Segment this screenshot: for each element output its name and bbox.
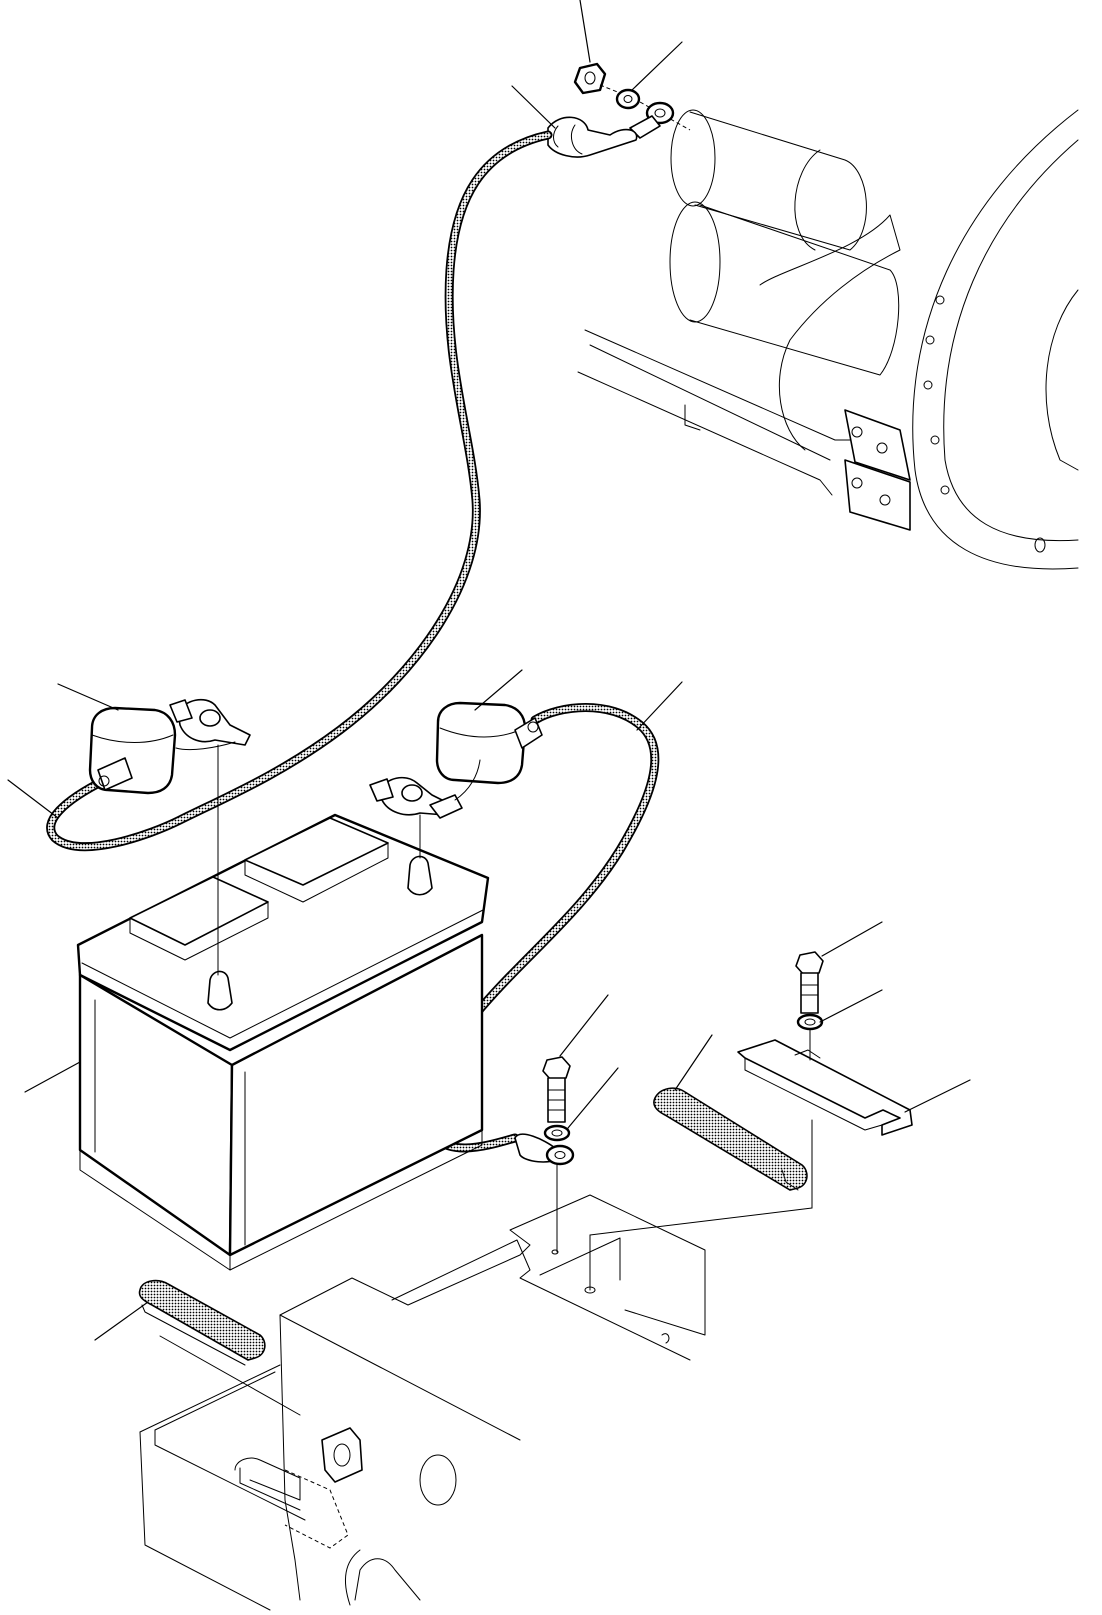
leader-15 [94,1301,149,1341]
leader-14 [904,1079,971,1113]
callout-leaders [7,0,971,1341]
leader-11 [821,921,883,957]
hold-down-bar [737,1029,913,1136]
leader-2 [631,41,683,91]
leader-6 [474,669,523,711]
leader-9 [559,994,609,1057]
washer-right [796,1013,824,1031]
battery-tray-frame [139,1194,706,1611]
leader-4 [57,683,119,711]
leader-1 [579,0,591,63]
rubber-pad-left [138,1279,301,1416]
positive-cable [46,130,553,852]
leader-3 [511,85,556,129]
leader-7 [636,681,683,731]
terminal-cover-right [435,701,543,785]
rubber-pad-right [589,1087,813,1291]
terminal-cover-left [88,706,177,795]
battery-clamp-right [369,759,481,819]
boot-top [547,116,638,158]
leader-8 [24,1061,81,1093]
leader-10 [567,1067,619,1129]
bolt-right [795,951,824,1014]
battery-clamp-left [169,698,251,751]
washer-left [543,1124,571,1142]
leader-13 [674,1034,713,1091]
battery [76,744,490,1271]
ground-lug [514,1133,575,1166]
terminal-lug-top [629,101,675,139]
bolt-left [542,1056,571,1123]
washer-top [615,88,641,110]
nut [573,62,607,95]
engine-starter [577,109,1079,570]
leader-12 [819,989,883,1023]
leader-5 [7,779,59,819]
